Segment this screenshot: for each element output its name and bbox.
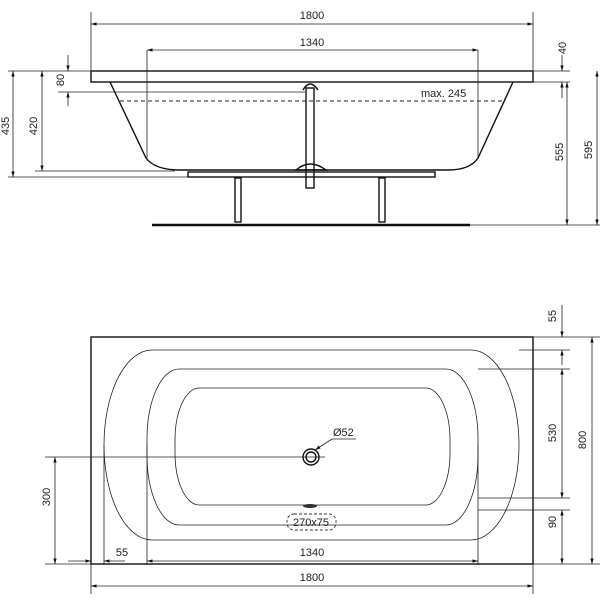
dim-label: 90 bbox=[547, 516, 559, 528]
waste-overflow-pipe bbox=[294, 83, 329, 189]
dim-label: 435 bbox=[0, 117, 12, 135]
dim-label: 555 bbox=[554, 143, 566, 161]
dim-label: 40 bbox=[557, 42, 569, 54]
leg-left bbox=[234, 177, 242, 223]
overflow-icon bbox=[303, 504, 317, 508]
dim-label: 1340 bbox=[300, 547, 324, 559]
overflow-size-label: 270x75 bbox=[293, 517, 329, 529]
dim-label: 530 bbox=[547, 424, 559, 442]
dim-label: 80 bbox=[55, 74, 67, 86]
basin-outline bbox=[146, 368, 479, 526]
max-water-label: max. 245 bbox=[421, 88, 466, 100]
rim-inner-outline bbox=[103, 349, 520, 541]
overflow-size-box bbox=[286, 513, 337, 531]
dim-label: 1800 bbox=[300, 572, 324, 584]
dim-label: 1800 bbox=[300, 10, 324, 22]
dim-label: 800 bbox=[577, 431, 589, 449]
dim-label: 55 bbox=[547, 310, 559, 322]
side-view: max. 245 1800 1340 40 80 435 bbox=[0, 10, 600, 227]
leg-right bbox=[378, 177, 386, 223]
drain-diameter-label: Ø52 bbox=[333, 427, 354, 439]
dim-label: 595 bbox=[583, 141, 595, 159]
tub-rim bbox=[90, 70, 534, 83]
dim-label: 420 bbox=[28, 117, 40, 135]
top-view: Ø52 270x75 55 530 90 800 300 55 bbox=[41, 305, 600, 594]
support-frame bbox=[187, 171, 436, 178]
basin-floor-outline bbox=[174, 387, 451, 506]
dim-label: 55 bbox=[116, 547, 128, 559]
tub-outline bbox=[90, 336, 534, 565]
dim-label: 1340 bbox=[300, 37, 324, 49]
dim-label: 300 bbox=[41, 488, 53, 506]
